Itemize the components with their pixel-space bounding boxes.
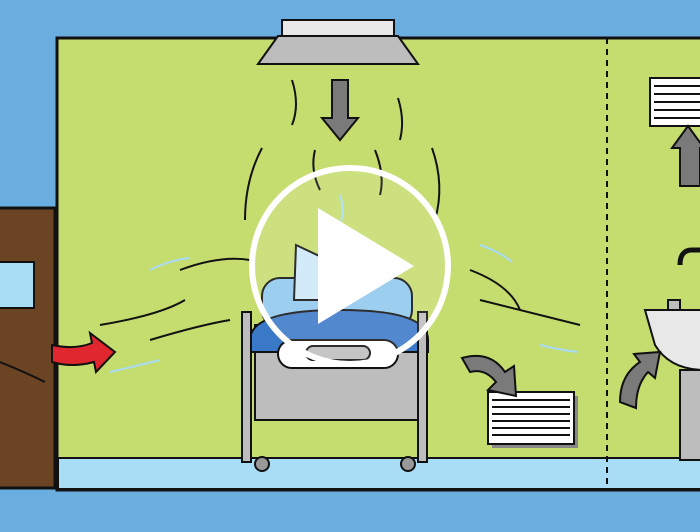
sink-air-arrow-icon xyxy=(618,350,662,410)
sink xyxy=(643,247,700,461)
hospital-bed xyxy=(241,243,429,472)
airflow-lines-light xyxy=(109,194,579,373)
supply-arrow-icon xyxy=(319,79,361,142)
floor xyxy=(57,457,700,490)
play-button[interactable] xyxy=(249,165,451,367)
ceiling-diffuser xyxy=(256,19,420,65)
exhaust-vent xyxy=(487,391,578,448)
door xyxy=(0,206,57,490)
airflow-lines xyxy=(99,79,581,341)
exhaust-arrow-icon xyxy=(460,354,518,398)
incoming-air-arrow-icon xyxy=(51,330,117,375)
bathroom-exhaust-vent xyxy=(649,77,700,187)
play-icon[interactable] xyxy=(318,208,414,324)
